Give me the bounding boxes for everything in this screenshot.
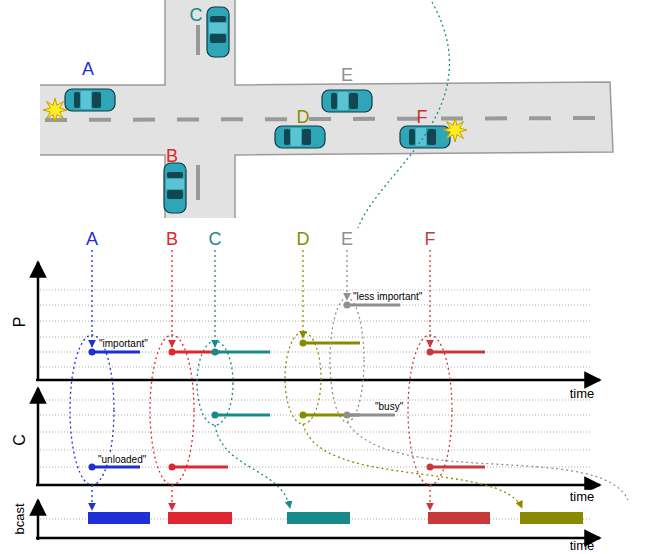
axis-label: time xyxy=(569,490,596,504)
axis-label: bcast xyxy=(13,503,27,534)
axes xyxy=(36,262,600,540)
car xyxy=(65,89,115,111)
car-letter: E xyxy=(341,66,353,86)
car-letter: E xyxy=(341,230,353,250)
car xyxy=(400,126,450,148)
crash-symbol xyxy=(443,118,467,142)
car xyxy=(164,163,186,213)
car-letter: F xyxy=(417,108,428,128)
car-letter: B xyxy=(166,230,178,250)
car-letter: C xyxy=(209,230,222,250)
axis-label: "less important" xyxy=(352,291,423,302)
car-letter: A xyxy=(82,60,94,80)
leader-curve xyxy=(358,2,449,228)
timeline xyxy=(70,250,628,524)
axis-label: time xyxy=(570,539,595,553)
axis-label: C xyxy=(11,434,29,446)
road xyxy=(40,0,613,218)
axis-label: "busy" xyxy=(374,401,404,412)
car-letter: C xyxy=(190,6,203,26)
axis-label: "unloaded" xyxy=(97,454,147,465)
car-letter: F xyxy=(425,230,436,250)
car-letter: B xyxy=(166,147,178,167)
axis-label: P xyxy=(11,317,29,328)
axis-label: "important" xyxy=(98,338,149,349)
car xyxy=(275,126,325,148)
car xyxy=(207,7,229,57)
car-letter: A xyxy=(86,230,98,250)
axis-label: time xyxy=(570,387,595,401)
car xyxy=(322,90,372,112)
crash-symbol xyxy=(43,98,67,122)
car-letter: D xyxy=(297,108,310,128)
car-letter: D xyxy=(297,230,310,250)
